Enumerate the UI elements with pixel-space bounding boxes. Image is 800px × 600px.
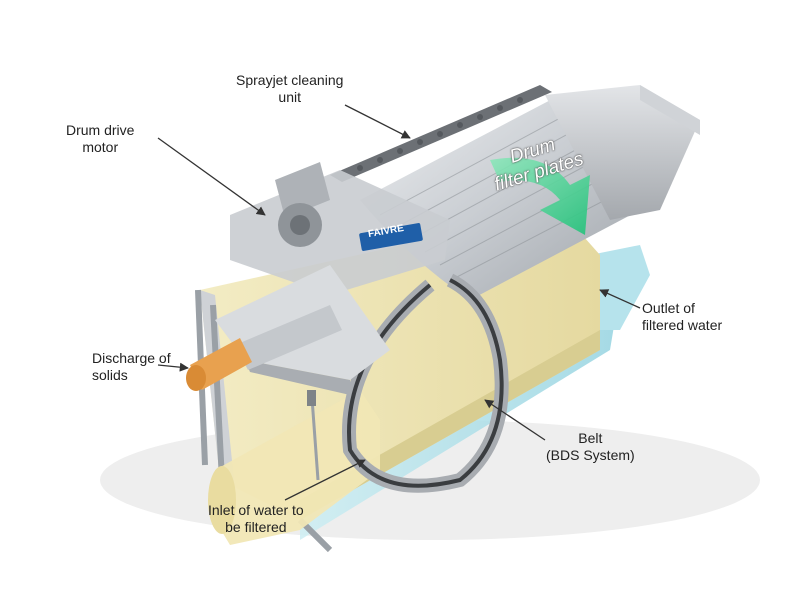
label-outlet-filtered-water: Outlet of filtered water xyxy=(642,300,722,334)
label-inlet-of-water: Inlet of water to be filtered xyxy=(208,502,304,536)
label-outlet-line2: filtered water xyxy=(642,317,723,333)
label-belt-line2: (BDS System) xyxy=(546,447,635,463)
drum-hood xyxy=(545,85,700,220)
motor-housing xyxy=(230,162,450,295)
leader-sprayjet xyxy=(344,104,411,139)
label-sprayjet-line2: unit xyxy=(278,89,301,105)
label-outlet-line1: Outlet of xyxy=(642,300,695,316)
belt-loop xyxy=(342,273,509,493)
label-discharge-line2: solids xyxy=(92,367,128,383)
label-sprayjet-cleaning-unit: Sprayjet cleaning unit xyxy=(236,72,343,106)
leader-discharge xyxy=(157,362,189,372)
drum-rotation-arrow xyxy=(490,157,590,235)
label-sprayjet-line1: Sprayjet cleaning xyxy=(236,72,344,88)
callout-leaders xyxy=(157,104,641,501)
discharge-pipe xyxy=(186,338,252,391)
label-drum-drive-motor: Drum drive motor xyxy=(66,122,134,156)
leader-belt xyxy=(484,399,546,441)
sprayjet-bar xyxy=(330,85,552,182)
label-inlet-line1: Inlet of water to xyxy=(208,502,304,518)
inlet-pipe xyxy=(208,390,380,545)
level-probe xyxy=(307,390,320,481)
label-drum-motor-line1: Drum drive xyxy=(66,122,135,138)
label-discharge-of-solids: Discharge of solids xyxy=(92,350,171,384)
label-discharge-line1: Discharge of xyxy=(92,350,171,366)
discharge-chute xyxy=(215,265,390,395)
leader-outlet xyxy=(599,289,641,309)
label-drum-motor-line2: motor xyxy=(82,139,119,155)
label-belt-bds-system: Belt (BDS System) xyxy=(546,430,635,464)
leader-drum-motor xyxy=(157,137,266,216)
label-belt-line1: Belt xyxy=(578,430,603,446)
label-inlet-line2: be filtered xyxy=(225,519,287,535)
leader-inlet xyxy=(284,459,366,501)
